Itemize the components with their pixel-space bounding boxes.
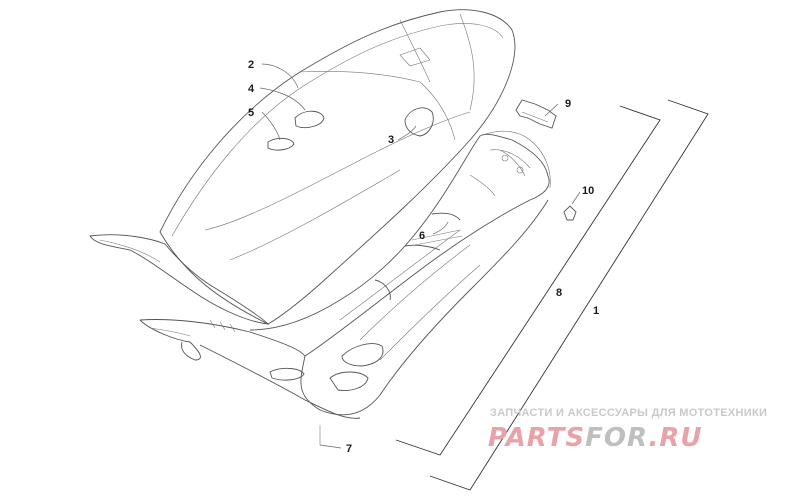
- callouts: 1 2 3 4 5 6 7 8 9 10: [248, 59, 599, 455]
- group-bracket-8: [395, 105, 661, 456]
- watermark-logo-ru: .RU: [648, 423, 702, 453]
- watermark: ЗАПЧАСТИ И АКСЕССУАРЫ ДЛЯ МОТОТЕХНИКИ PA…: [488, 407, 767, 453]
- seat-base: [139, 130, 551, 419]
- callout-5: 5: [248, 107, 254, 119]
- group-bracket-1: [429, 99, 709, 491]
- watermark-logo-parts: PARTS: [488, 423, 585, 453]
- callout-7: 7: [346, 443, 352, 455]
- seat-cushion: [89, 9, 516, 325]
- leader-lines: [259, 63, 581, 449]
- wire-part-6: [374, 212, 461, 301]
- callout-9: 9: [565, 98, 571, 110]
- watermark-logo-for: FOR: [585, 423, 648, 453]
- callout-4: 4: [248, 83, 255, 95]
- bracket-part-9: [515, 99, 557, 129]
- clip-part-10: [563, 205, 577, 221]
- callout-8: 8: [556, 287, 562, 299]
- callout-10: 10: [582, 185, 594, 197]
- callout-3: 3: [388, 134, 394, 146]
- callout-6: 6: [419, 230, 425, 242]
- watermark-tagline: ЗАПЧАСТИ И АКСЕССУАРЫ ДЛЯ МОТОТЕХНИКИ: [490, 407, 767, 419]
- callout-2: 2: [248, 59, 254, 71]
- callout-1: 1: [593, 305, 599, 317]
- watermark-logo: PARTSFOR.RU: [488, 423, 703, 453]
